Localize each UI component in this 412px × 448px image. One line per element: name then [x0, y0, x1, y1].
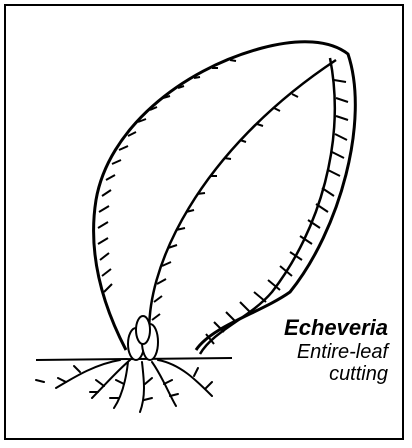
- caption-title: Echeveria: [284, 316, 388, 341]
- caption-line-1: Entire-leaf: [284, 341, 388, 363]
- plantlet-leaves: [128, 316, 158, 360]
- leaf-outline: [94, 42, 356, 350]
- leaf-right-edge-inner: [200, 58, 335, 354]
- leaf-midrib: [149, 60, 336, 342]
- caption-line-2: cutting: [284, 363, 388, 385]
- roots-illustration: [36, 360, 212, 412]
- figure-caption: Echeveria Entire-leaf cutting: [284, 316, 388, 385]
- leaf-right-edge-hatching: [206, 80, 348, 344]
